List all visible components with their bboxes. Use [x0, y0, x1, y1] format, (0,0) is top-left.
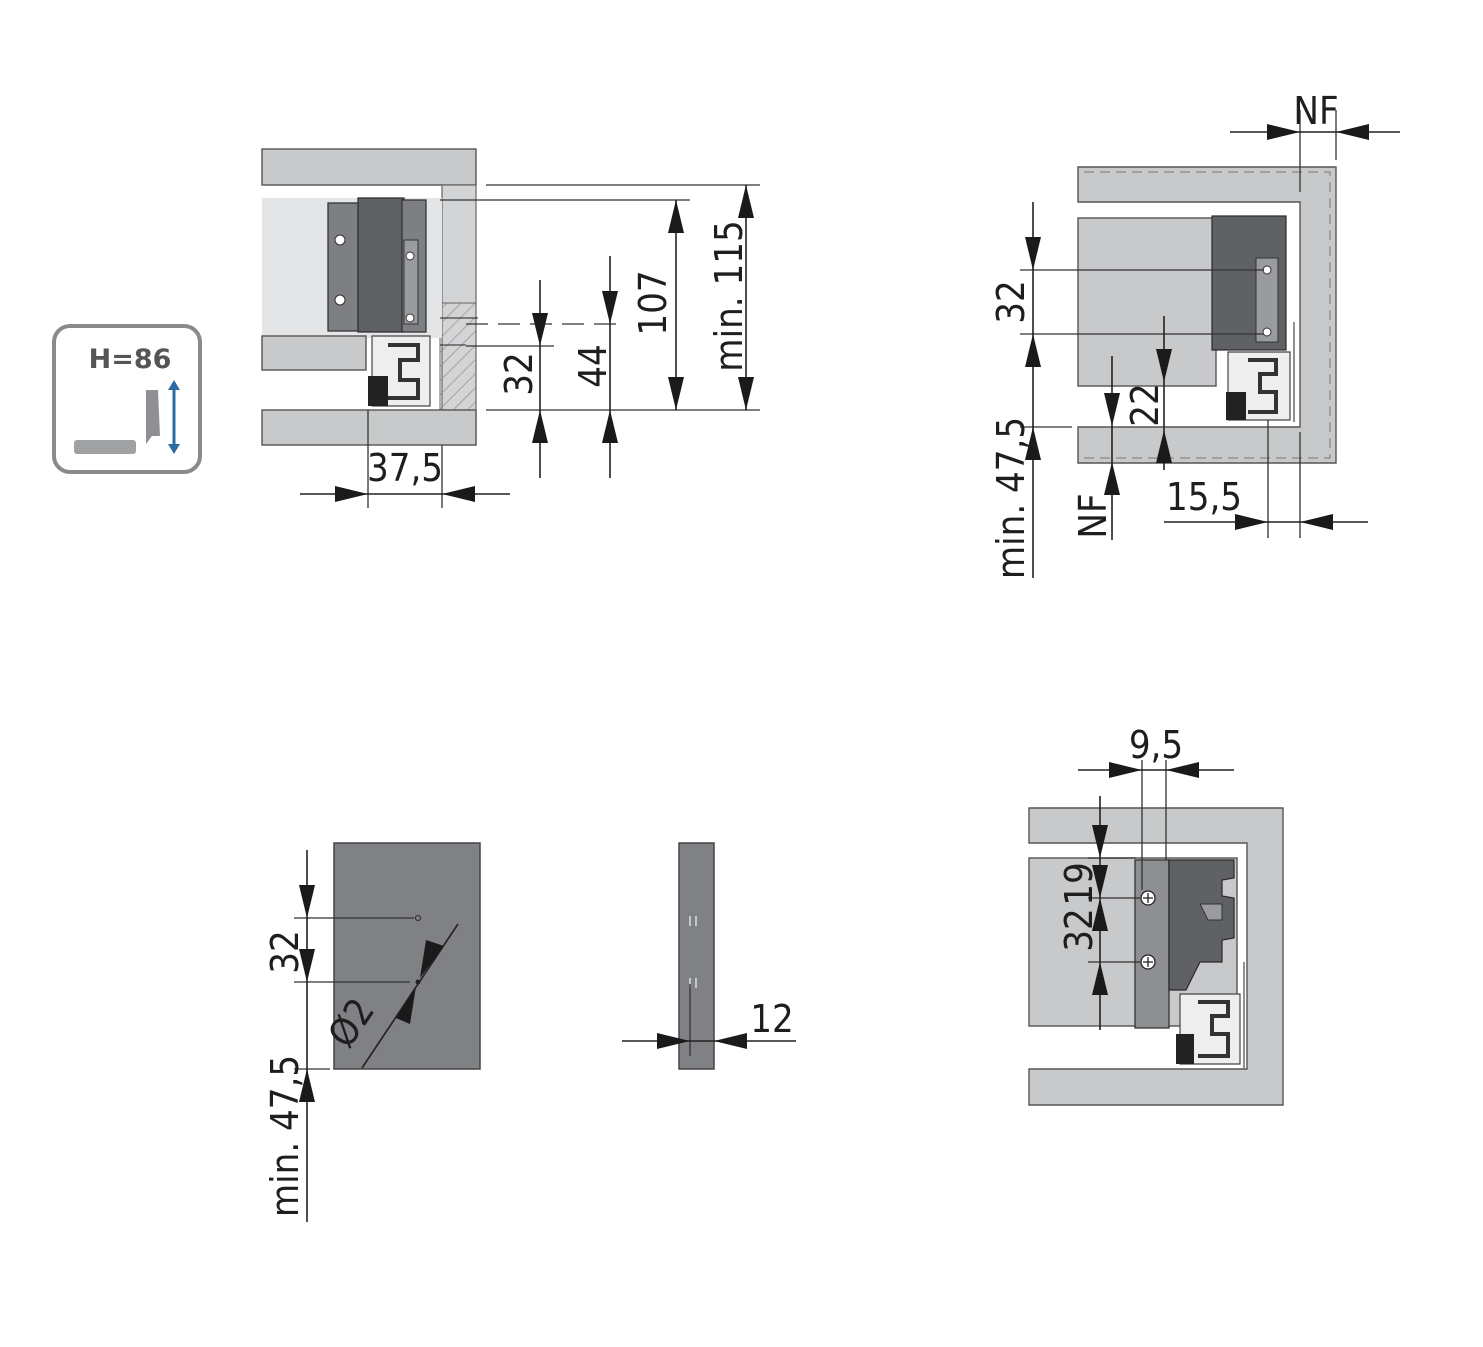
front-panel-edge: [678, 842, 715, 1070]
dim-32-drill: 32: [263, 930, 307, 974]
damper-block: [368, 376, 388, 406]
drilling-side-dimensions: 12: [622, 984, 796, 1056]
drawer-front-panel: [333, 842, 481, 1070]
bracket-hole: [334, 234, 346, 246]
slide-inner: [403, 239, 419, 325]
dim-15-5: 15,5: [1166, 475, 1242, 519]
height-badge: H=86: [52, 324, 202, 474]
dim-min-47-5-side: min. 47,5: [989, 417, 1033, 579]
dim-min-47-5-drill: min. 47,5: [263, 1055, 307, 1217]
mount-damper-block: [1176, 1034, 1194, 1064]
dim-37-5: 37,5: [367, 446, 443, 490]
drill-hole-upper: [415, 915, 421, 921]
side-dimensions: NF 32 min. 47,5 22 NF 15,5: [989, 89, 1400, 579]
bracket-hole: [334, 294, 346, 306]
drilling-front-view: [333, 842, 481, 1070]
dim-32-front: 32: [497, 352, 541, 396]
damper-block-side: [1226, 392, 1246, 420]
dim-nf-bottom: NF: [1071, 493, 1115, 538]
drawer-bottom: [261, 335, 367, 371]
badge-front-icon: [146, 390, 160, 444]
dim-32-side: 32: [989, 280, 1033, 324]
drawer-side: [1077, 217, 1217, 387]
mounting-dimensions: 9,5 19 32: [1057, 723, 1234, 1030]
badge-height-arrow-icon: [168, 380, 180, 454]
side-section-view: [1077, 166, 1337, 464]
dim-19: 19: [1057, 862, 1101, 906]
dim-107: 107: [631, 270, 675, 335]
dim-22: 22: [1123, 383, 1167, 427]
dim-9-5: 9,5: [1129, 723, 1183, 767]
screw-icon: [1140, 954, 1156, 970]
badge-shelf-icon: [74, 440, 136, 454]
dim-12: 12: [750, 997, 794, 1041]
badge-label: H=86: [89, 344, 172, 375]
front-section-view: [261, 148, 478, 446]
dim-min-115: min. 115: [707, 220, 751, 371]
mounting-view: [1028, 807, 1284, 1106]
front-bracket: [327, 202, 361, 332]
mount-bracket: [1134, 859, 1170, 1029]
drilling-side-view: [678, 842, 715, 1070]
runner-rail: [388, 343, 420, 400]
dim-nf-top: NF: [1293, 89, 1338, 133]
cabinet-frame: [1077, 166, 1337, 464]
bottom-board: [261, 409, 477, 446]
top-board: [261, 148, 477, 186]
badge-frame: [52, 324, 202, 474]
screw-icon: [1140, 890, 1156, 906]
dim-32-mount: 32: [1057, 908, 1101, 952]
dim-44: 44: [571, 344, 615, 388]
slide-side-inner: [1255, 257, 1279, 343]
mount-locking-device: [1168, 859, 1235, 991]
front-dimensions: min. 115 107 44 32 37,5: [300, 184, 760, 508]
locking-device: [357, 197, 405, 333]
